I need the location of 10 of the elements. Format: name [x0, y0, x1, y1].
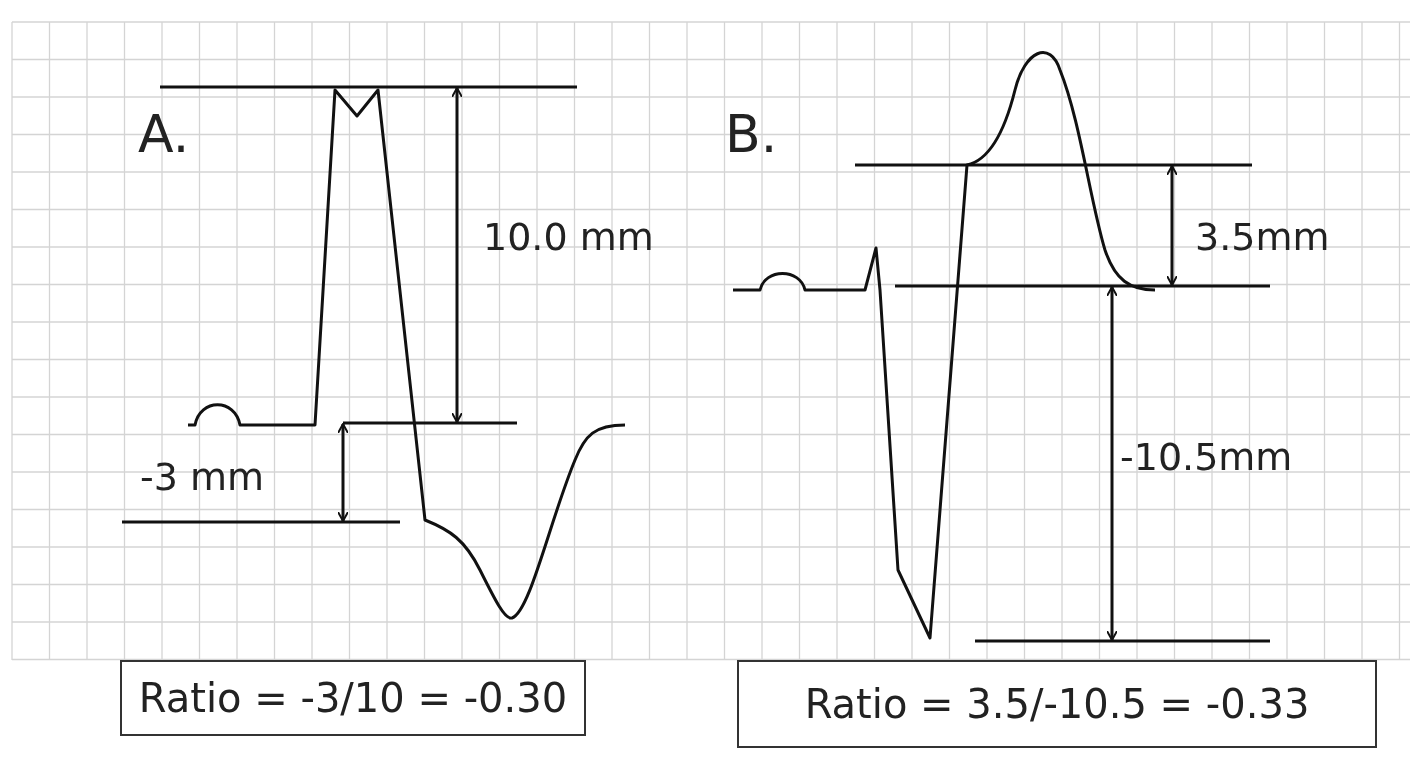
dimension-label: 10.0 mm — [483, 218, 654, 256]
ratio-box — [120, 660, 586, 736]
ratio-box — [737, 660, 1377, 748]
ratio-formula: Ratio = 3.5/-10.5 = -0.33 — [804, 681, 1310, 727]
panel-label: A. — [138, 108, 190, 160]
panel-label: B. — [725, 108, 778, 160]
ratio-formula: Ratio = -3/10 = -0.30 — [138, 675, 568, 721]
dimension-label: -10.5mm — [1120, 438, 1293, 476]
dimension-label: -3 mm — [140, 458, 264, 496]
dimension-label: 3.5mm — [1195, 218, 1330, 256]
